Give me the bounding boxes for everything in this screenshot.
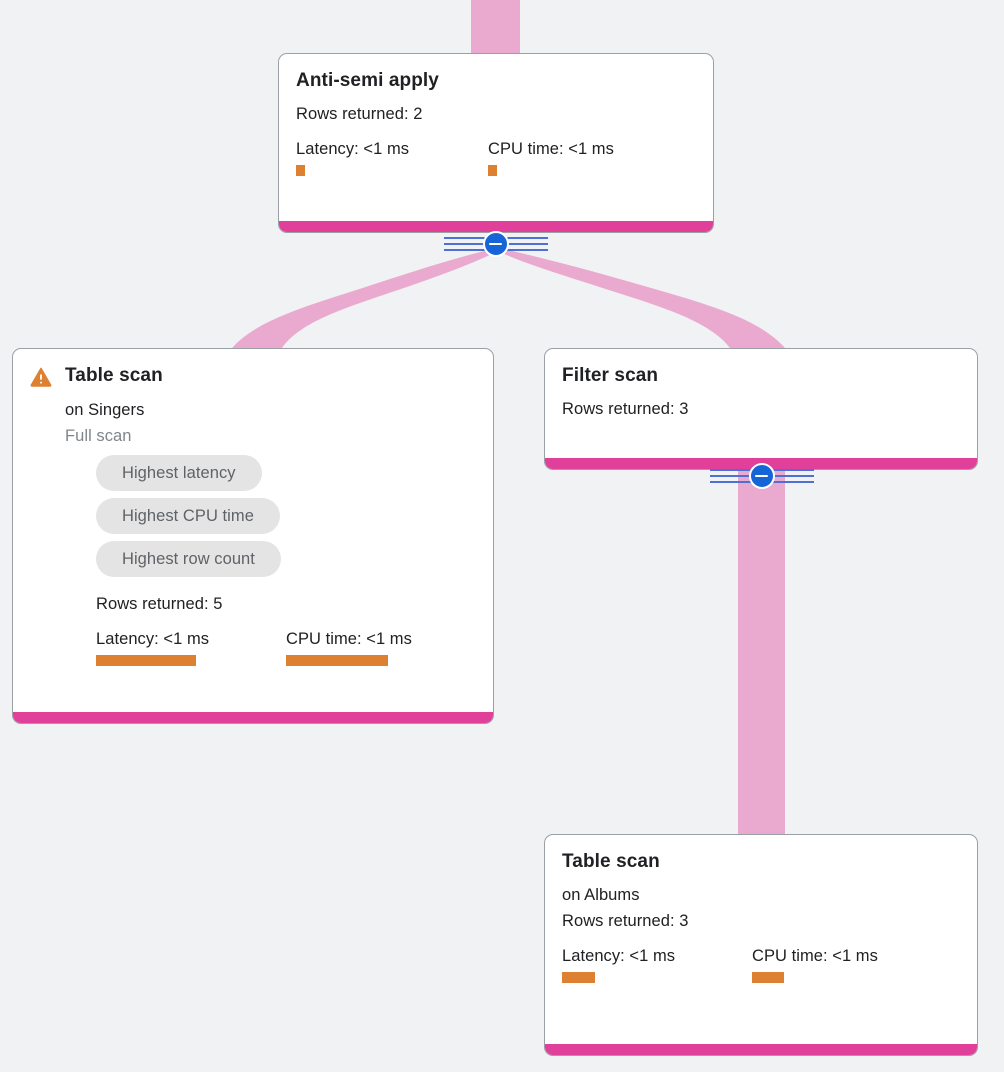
node-body: Anti-semi apply Rows returned: 2 Latency… [279,54,713,221]
minus-icon[interactable] [483,231,509,257]
node-header: Anti-semi apply [296,70,696,92]
rows-returned: Rows returned: 5 [96,595,223,613]
node-body: Filter scan Rows returned: 3 [545,349,977,458]
node-body: Table scan on Singers Full scan Highest … [13,349,493,712]
toggle-anti-semi-apply[interactable] [444,231,548,257]
metric-latency-label: Latency: <1 ms [562,947,676,965]
node-scan-type: Full scan [65,427,132,445]
metric-cpu-time-label: CPU time: <1 ms [286,630,412,648]
metric-cpu-time-bar [286,655,388,666]
metrics-group: Latency: <1 ms CPU time: <1 ms [296,139,696,176]
node-header: Filter scan [562,365,960,387]
node-body: Table scan on Albums Rows returned: 3 La… [545,835,977,1044]
node-subtitle: on Albums [562,886,640,904]
toggle-filter-scan[interactable] [710,463,814,489]
edge-parent-to-anti-semi-apply [471,0,520,54]
insight-chip-row: Highest latency [96,455,476,498]
minus-icon[interactable] [749,463,775,489]
edge-filter-scan-to-table-scan-albums [738,468,785,836]
metric-cpu-time-bar [752,972,784,983]
node-title: Filter scan [562,365,659,386]
metrics-group: Latency: <1 ms CPU time: <1 ms [562,946,960,983]
warning-icon [30,367,52,387]
chip-highest-cpu-time[interactable]: Highest CPU time [96,498,280,534]
metrics-group: Latency: <1 ms CPU time: <1 ms [96,629,476,666]
rows-returned: Rows returned: 3 [562,400,689,418]
metric-latency: Latency: <1 ms [562,946,752,983]
metric-cpu-time-label: CPU time: <1 ms [752,947,878,965]
node-footer-bar [545,1044,977,1055]
metric-latency: Latency: <1 ms [96,629,286,666]
chip-highest-row-count[interactable]: Highest row count [96,541,281,577]
metric-cpu-time: CPU time: <1 ms [752,946,878,983]
node-table-scan-singers[interactable]: Table scan on Singers Full scan Highest … [12,348,494,724]
node-table-scan-albums[interactable]: Table scan on Albums Rows returned: 3 La… [544,834,978,1056]
node-anti-semi-apply[interactable]: Anti-semi apply Rows returned: 2 Latency… [278,53,714,233]
insight-chips: Highest latency Highest CPU time Highest… [96,455,476,584]
node-header: Table scan [30,365,476,388]
rows-returned: Rows returned: 2 [296,105,423,123]
edge-anti-semi-apply-to-table-scan-singers [232,250,496,348]
edge-anti-semi-apply-to-filter-scan [500,250,785,348]
insight-chip-row: Highest CPU time [96,498,476,541]
metric-latency-bar [96,655,196,666]
metric-latency-bar [296,165,305,176]
node-header: Table scan [562,851,960,873]
metric-cpu-time: CPU time: <1 ms [488,139,614,176]
metric-latency-bar [562,972,595,983]
node-footer-bar [279,221,713,232]
node-subtitle: on Singers [65,401,145,419]
node-filter-scan[interactable]: Filter scan Rows returned: 3 [544,348,978,470]
metric-latency: Latency: <1 ms [296,139,488,176]
metric-latency-label: Latency: <1 ms [96,630,210,648]
metric-cpu-time-label: CPU time: <1 ms [488,140,614,158]
insight-chip-row: Highest row count [96,541,476,584]
metric-cpu-time: CPU time: <1 ms [286,629,412,666]
node-footer-bar [13,712,493,723]
node-title: Table scan [562,851,660,872]
rows-returned: Rows returned: 3 [562,912,689,930]
metric-cpu-time-bar [488,165,497,176]
chip-highest-latency[interactable]: Highest latency [96,455,262,491]
node-title: Table scan [65,365,163,386]
node-title: Anti-semi apply [296,70,439,91]
metric-latency-label: Latency: <1 ms [296,140,410,158]
